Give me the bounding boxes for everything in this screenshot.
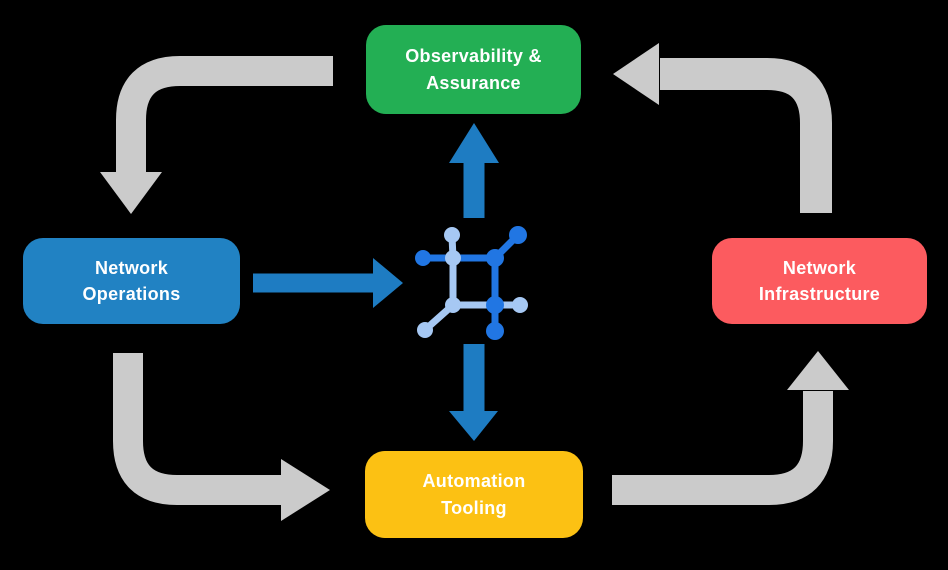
cycle-arrow-tooling-to-infrastructure bbox=[612, 351, 849, 505]
node-network-operations-label: Network Operations bbox=[82, 257, 181, 304]
node-network-operations: Network Operations bbox=[23, 238, 240, 324]
node-automation-tooling-label: Automation Tooling bbox=[422, 471, 526, 518]
cycle-arrow-observability-to-operations bbox=[100, 56, 333, 214]
icon-light-nodes bbox=[417, 227, 528, 338]
network-automation-icon bbox=[415, 226, 528, 340]
hub-arrow-center-to-observability bbox=[449, 123, 499, 218]
node-network-infrastructure-label: Network Infrastructure bbox=[758, 257, 881, 304]
hub-arrow-operations-to-center bbox=[253, 258, 403, 308]
node-observability-assurance-label: Observability & Assurance bbox=[405, 46, 542, 93]
node-network-infrastructure: Network Infrastructure bbox=[712, 238, 927, 324]
icon-dark-nodes bbox=[415, 226, 527, 340]
node-observability-assurance: Observability & Assurance bbox=[366, 25, 581, 114]
cycle-arrow-operations-to-tooling bbox=[113, 353, 330, 521]
node-automation-tooling: Automation Tooling bbox=[365, 451, 583, 538]
hub-arrow-center-to-tooling bbox=[449, 344, 498, 441]
cycle-arrow-infrastructure-to-observability bbox=[613, 43, 832, 213]
